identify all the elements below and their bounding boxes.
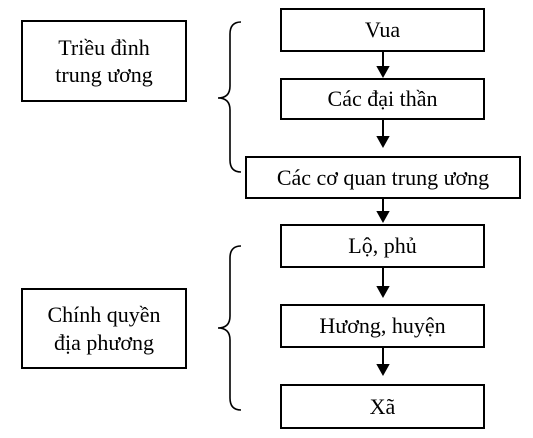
node-vua-label: Vua — [364, 17, 401, 43]
node-lo-phu-label: Lộ, phủ — [348, 233, 417, 259]
node-lo-phu: Lộ, phủ — [280, 224, 485, 268]
node-vua: Vua — [280, 8, 485, 52]
node-huong-huyen-label: Hương, huyện — [319, 313, 446, 339]
node-cac-dai-than-label: Các đại thần — [327, 86, 438, 112]
node-cac-co-quan-label: Các cơ quan trung ương — [276, 164, 490, 190]
group-local-line-1: Chính quyền — [47, 302, 161, 327]
group-box-local: Chính quyền địa phương — [21, 288, 187, 369]
group-local-line-2: địa phương — [54, 329, 154, 355]
node-cac-dai-than: Các đại thần — [280, 78, 485, 120]
group-central-line-1: Triều đình — [58, 34, 150, 60]
node-cac-co-quan-trung-uong: Các cơ quan trung ương — [245, 156, 521, 199]
node-huong-huyen: Hương, huyện — [280, 304, 485, 348]
node-xa: Xã — [280, 384, 485, 429]
group-box-central: Triều đình trung ương — [21, 20, 187, 102]
node-xa-label: Xã — [369, 393, 396, 419]
brace-central — [217, 21, 242, 173]
brace-local — [217, 245, 242, 411]
group-central-line-2: trung ương — [55, 62, 153, 87]
